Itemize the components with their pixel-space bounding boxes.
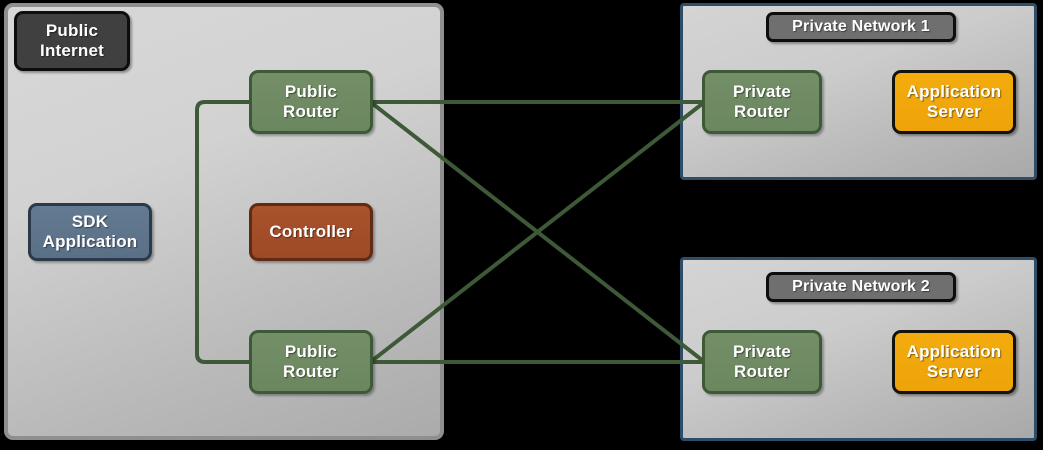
node-sdk-application-label: SDK Application (43, 212, 138, 251)
node-public-router-top-line1: Public (284, 82, 338, 102)
node-controller[interactable]: Controller (249, 203, 373, 261)
node-private-network-2-private-router-line1: Private (732, 342, 792, 362)
node-private-network-1-application-server[interactable]: Application Server (892, 70, 1016, 134)
node-sdk-application[interactable]: SDK Application (28, 203, 152, 261)
node-private-network-1-application-server-label: Application Server (907, 82, 1002, 121)
node-private-network-1-application-server-line2: Server (926, 102, 982, 121)
zone-label-private-network-2: Private Network 2 (766, 272, 956, 302)
node-controller-label: Controller (269, 222, 353, 242)
node-private-network-1-private-router-line2: Router (734, 102, 790, 121)
zone-label-public-internet: Public Internet (14, 11, 130, 71)
node-private-network-2-application-server[interactable]: Application Server (892, 330, 1016, 394)
node-private-network-1-private-router-label: Private Router (733, 82, 791, 121)
node-private-network-1-private-router-line1: Private (732, 82, 792, 102)
node-private-network-2-application-server-label: Application Server (907, 342, 1002, 381)
node-public-router-bottom-line1: Public (284, 342, 338, 362)
node-public-router-top[interactable]: Public Router (249, 70, 373, 134)
zone-label-private-network-1-text: Private Network 1 (792, 17, 930, 35)
node-public-router-top-line2: Router (283, 102, 339, 121)
node-private-network-2-private-router-label: Private Router (733, 342, 791, 381)
node-sdk-application-line2: Application (42, 232, 138, 251)
node-private-network-2-application-server-line2: Server (926, 362, 982, 381)
node-public-router-bottom-line2: Router (283, 362, 339, 381)
zone-label-private-network-1: Private Network 1 (766, 12, 956, 42)
zone-label-public-internet-text: Public Internet (40, 21, 104, 60)
node-public-router-top-label: Public Router (283, 82, 339, 121)
node-private-network-2-private-router-line2: Router (734, 362, 790, 381)
node-sdk-application-line1: SDK (71, 212, 109, 232)
node-public-router-bottom-label: Public Router (283, 342, 339, 381)
node-private-network-2-application-server-line1: Application (906, 342, 1002, 362)
node-private-network-1-private-router[interactable]: Private Router (702, 70, 822, 134)
node-private-network-2-private-router[interactable]: Private Router (702, 330, 822, 394)
zone-label-private-network-2-text: Private Network 2 (792, 277, 930, 295)
node-public-router-bottom[interactable]: Public Router (249, 330, 373, 394)
node-private-network-1-application-server-line1: Application (906, 82, 1002, 102)
